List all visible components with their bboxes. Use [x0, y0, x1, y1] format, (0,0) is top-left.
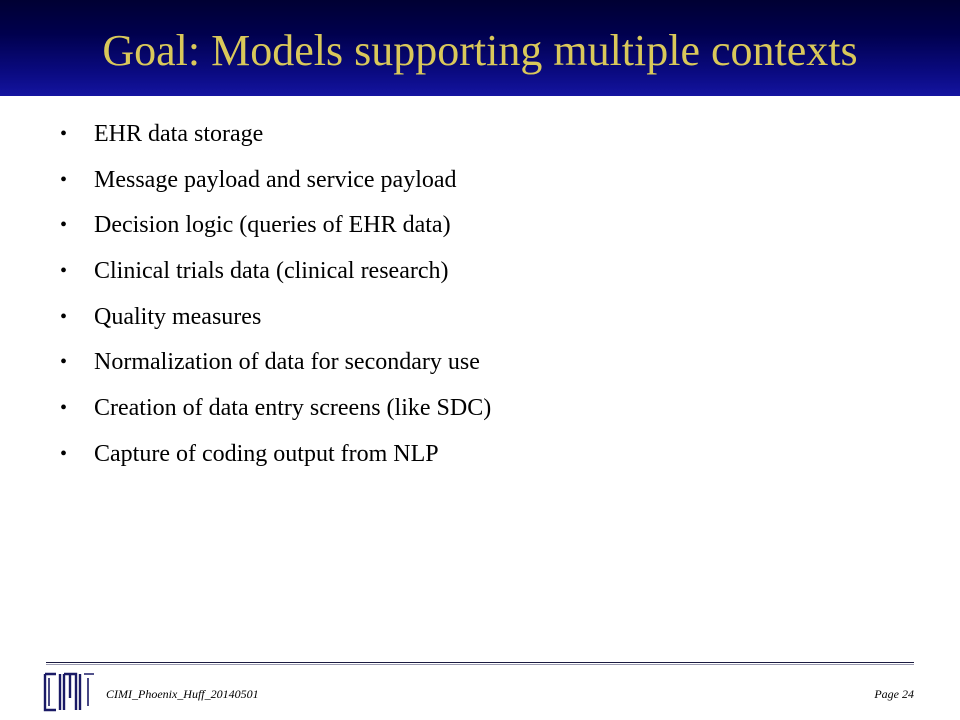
bullet-text: Creation of data entry screens (like SDC…: [94, 395, 492, 422]
page-number: Page 24: [874, 687, 914, 701]
bullet-icon: •: [60, 397, 68, 420]
cimi-logo-icon: [43, 672, 94, 712]
bullet-text: Normalization of data for secondary use: [94, 349, 480, 376]
footer-filename: CIMI_Phoenix_Huff_20140501: [106, 687, 259, 701]
bullet-icon: •: [60, 442, 68, 465]
slide-title: Goal: Models supporting multiple context…: [102, 26, 858, 75]
bullet-icon: •: [60, 168, 68, 191]
bullet-text: EHR data storage: [94, 121, 264, 147]
bullet-text: Decision logic (queries of EHR data): [94, 212, 451, 239]
bullet-icon: •: [60, 305, 68, 328]
bullet-text: Clinical trials data (clinical research): [94, 258, 449, 285]
bullet-text: Message payload and service payload: [94, 166, 457, 193]
footer-divider: [46, 662, 914, 663]
bullet-icon: •: [60, 260, 68, 283]
bullet-icon: •: [60, 351, 68, 374]
bullet-text: Quality measures: [94, 303, 262, 330]
bullet-icon: •: [60, 214, 68, 237]
title-bar: Goal: Models supporting multiple context…: [0, 0, 960, 96]
footer-divider-shadow: [46, 664, 914, 665]
bullet-icon: •: [60, 123, 68, 145]
bullet-text: Capture of coding output from NLP: [94, 440, 439, 467]
